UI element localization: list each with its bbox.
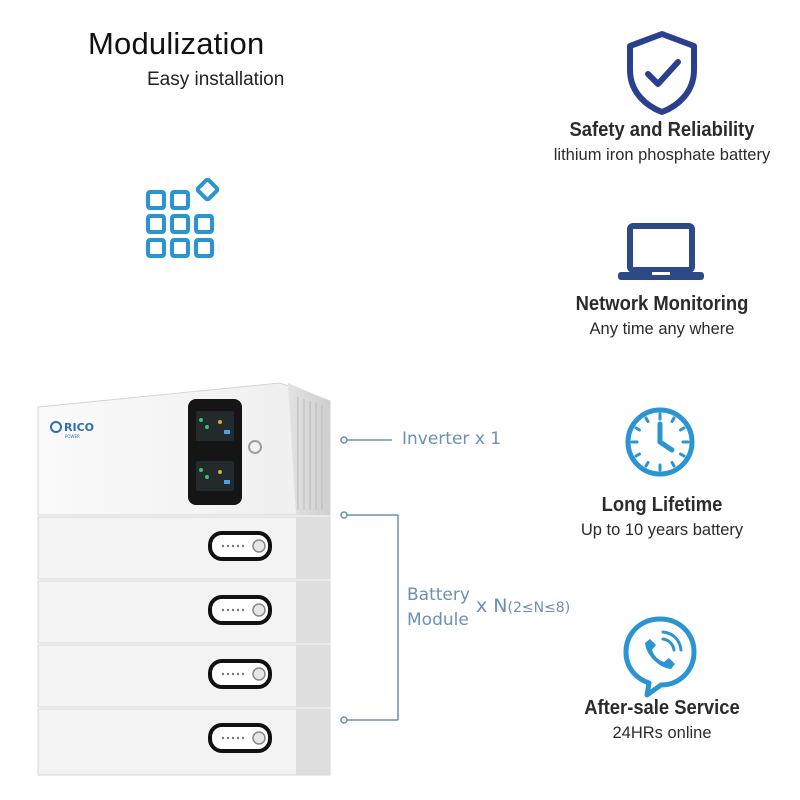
battery-inverter-product-image: RICO POWER [37,382,331,776]
clock-icon [625,407,695,477]
battery-range: (2≤N≤8) [507,600,571,616]
phone-bubble-icon [623,616,697,698]
feature-lifetime: Long Lifetime Up to 10 years battery [532,494,792,540]
battery-count-label: x N(2≤N≤8) [476,595,570,617]
feature-after-sale: After-sale Service 24HRs online [532,697,792,743]
feature-safety: Safety and Reliability lithium iron phos… [532,119,792,165]
laptop-icon [618,223,704,280]
feature-title: After-sale Service [584,697,740,719]
hero-subtitle: Easy installation [147,69,285,90]
inverter-label: Inverter x 1 [402,429,502,449]
hero-title: Modulization [88,26,265,61]
feature-subtitle: lithium iron phosphate battery [553,146,771,164]
battery-label-line2: Module [407,610,469,630]
callout-lines [340,436,399,724]
feature-subtitle: Up to 10 years battery [580,521,744,539]
shield-check-icon [627,31,697,115]
feature-subtitle: Any time any where [589,320,735,338]
feature-network: Network Monitoring Any time any where [532,293,792,339]
feature-title: Network Monitoring [575,293,749,315]
svg-text:RICO: RICO [64,421,94,434]
svg-text:POWER: POWER [65,434,80,439]
feature-title: Safety and Reliability [569,119,755,141]
battery-label-line1: Battery [407,585,470,605]
battery-multiplier: x N [476,595,508,617]
modular-grid-icon [146,178,220,258]
feature-title: Long Lifetime [601,494,723,516]
feature-subtitle: 24HRs online [612,724,712,742]
